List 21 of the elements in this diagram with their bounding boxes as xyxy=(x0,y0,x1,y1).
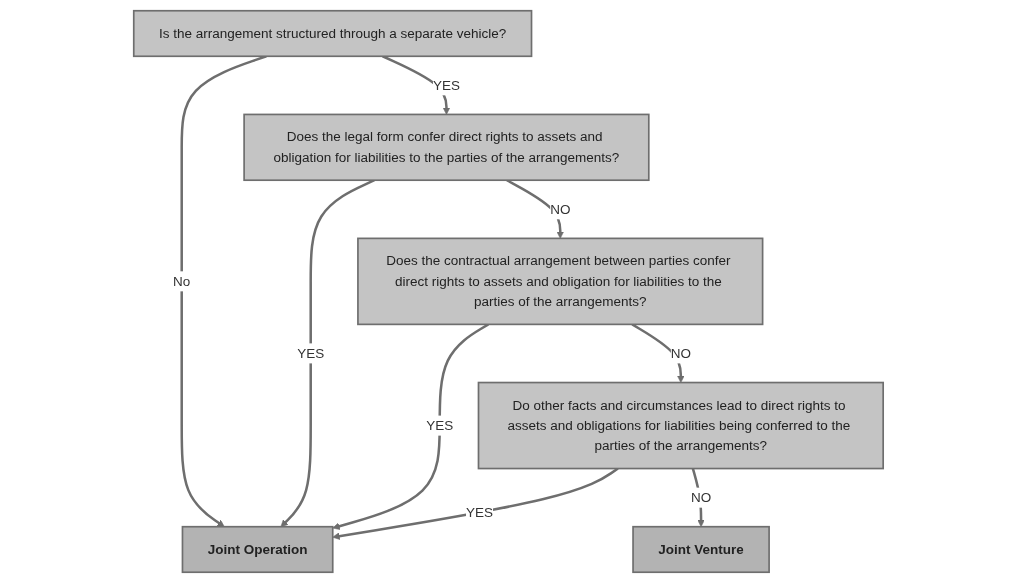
arrow xyxy=(631,323,685,383)
arrow xyxy=(691,468,705,528)
node-box: Does the legal form confer direct rights to assets and obligation for liabilities to the parties of the arrangements? xyxy=(243,113,650,182)
arrow xyxy=(280,179,375,528)
node-box: Does the contractual arrangement between parties confer direct rights to assets and obligation for liabilities to the parties of the arrangements? xyxy=(357,237,764,326)
node-box: Do other facts and circumstances lead to direct rights to assets and obligations for liabilities being conferred to the parties of the arrangements? xyxy=(477,381,885,470)
edge-label: NO xyxy=(690,490,712,505)
edge-label: YES xyxy=(297,345,325,361)
edge-label: No xyxy=(173,273,191,289)
node-box: Is the arrangement structured through a separate vehicle? xyxy=(132,9,533,58)
edge-label: NO xyxy=(550,201,571,217)
arrow xyxy=(506,179,564,239)
edge-label: NO xyxy=(670,345,691,361)
arrow xyxy=(180,55,267,528)
edge-label: YES xyxy=(466,505,494,521)
edge-label: YES xyxy=(432,77,460,93)
arrow xyxy=(332,467,619,540)
arrow xyxy=(332,323,490,530)
node-box: Joint Venture xyxy=(632,525,770,574)
edge-label: YES xyxy=(426,417,454,433)
node-box: Joint Operation xyxy=(181,525,334,574)
